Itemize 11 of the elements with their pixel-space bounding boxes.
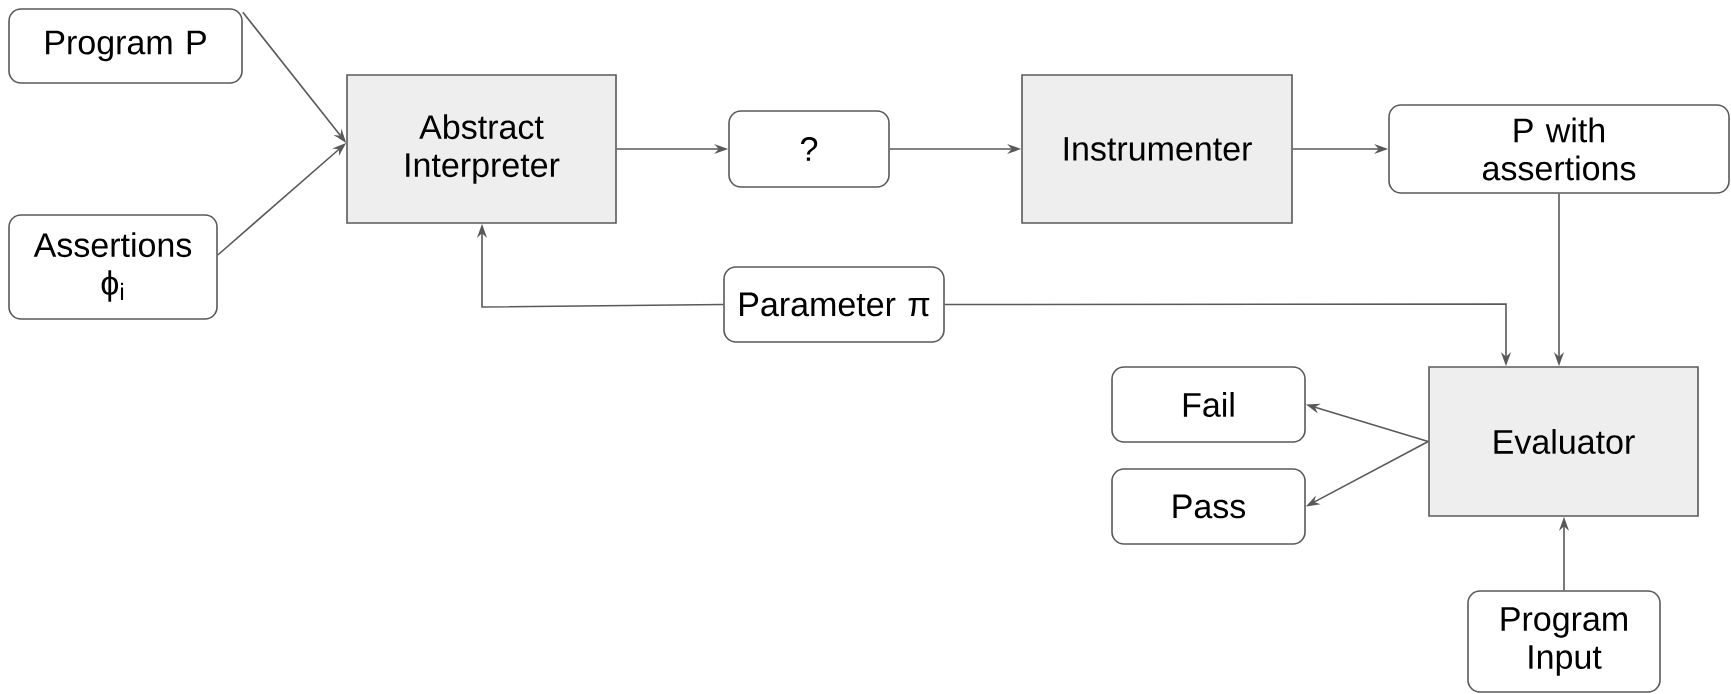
result-box: Pass xyxy=(1111,468,1306,545)
process-box: Evaluator xyxy=(1428,366,1699,517)
process-box: ? xyxy=(728,110,890,188)
process-box: Abstract Interpreter xyxy=(346,74,617,224)
output-box: P with assertions xyxy=(1388,104,1730,194)
input-box: Assertions ϕ$_{i}$ xyxy=(8,214,218,320)
input-box: Program Input xyxy=(1467,590,1661,693)
parameter-box: Parameter π xyxy=(723,266,945,343)
process-box: Instrumenter xyxy=(1021,74,1293,224)
input-box: Program P xyxy=(8,8,243,84)
result-box: Fail xyxy=(1111,366,1306,443)
